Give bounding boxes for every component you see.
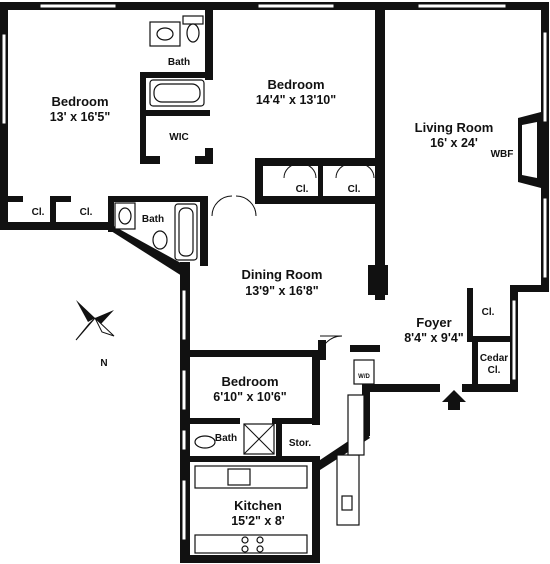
bedroom-mid-dims: 14'4" x 13'10" — [256, 93, 336, 107]
bedroom-left-dims: 13' x 16'5" — [50, 110, 111, 124]
living-room-name: Living Room — [415, 120, 494, 135]
windows — [1, 3, 548, 541]
bedroom-small-name: Bedroom — [221, 374, 278, 389]
closet-foyer-label: Cl. — [482, 307, 495, 318]
fireplace-label: WBF — [491, 149, 514, 160]
entry-arrow-icon — [442, 390, 466, 410]
bedroom-small-dims: 6'10" x 10'6" — [213, 390, 286, 404]
bedroom-mid-name: Bedroom — [267, 77, 324, 92]
closet-2-label: Cl. — [80, 207, 93, 218]
bath-top-label: Bath — [168, 57, 190, 68]
compass-icon — [75, 300, 115, 341]
bath-left-label: Bath — [142, 214, 164, 225]
dining-room-dims: 13'9" x 16'8" — [245, 284, 318, 298]
foyer-name: Foyer — [416, 315, 451, 330]
living-room-dims: 16' x 24' — [430, 136, 478, 150]
room-labels: Bedroom 13' x 16'5" Bedroom 14'4" x 13'1… — [50, 77, 514, 528]
closet-3-label: Cl. — [296, 184, 309, 195]
wic-label: WIC — [169, 132, 188, 143]
dining-room-name: Dining Room — [242, 267, 323, 282]
cedar-closet-label-2: Cl. — [488, 365, 501, 376]
cedar-closet-label-1: Cedar — [480, 353, 508, 364]
washer-dryer-label: W/D — [358, 374, 370, 380]
kitchen-dims: 15'2" x 8' — [231, 514, 285, 528]
storage-label: Stor. — [289, 438, 311, 449]
kitchen-name: Kitchen — [234, 498, 282, 513]
closet-4-label: Cl. — [348, 184, 361, 195]
compass-n-label: N — [100, 358, 107, 369]
doors — [211, 163, 375, 359]
fixtures — [114, 15, 541, 554]
bath-small-label: Bath — [215, 433, 237, 444]
bedroom-left-name: Bedroom — [51, 94, 108, 109]
foyer-dims: 8'4" x 9'4" — [404, 331, 464, 345]
closet-1-label: Cl. — [32, 207, 45, 218]
small-labels: Bath WIC Bath Bath Cl. Cl. Cl. Cl. Cl. C… — [32, 57, 509, 449]
